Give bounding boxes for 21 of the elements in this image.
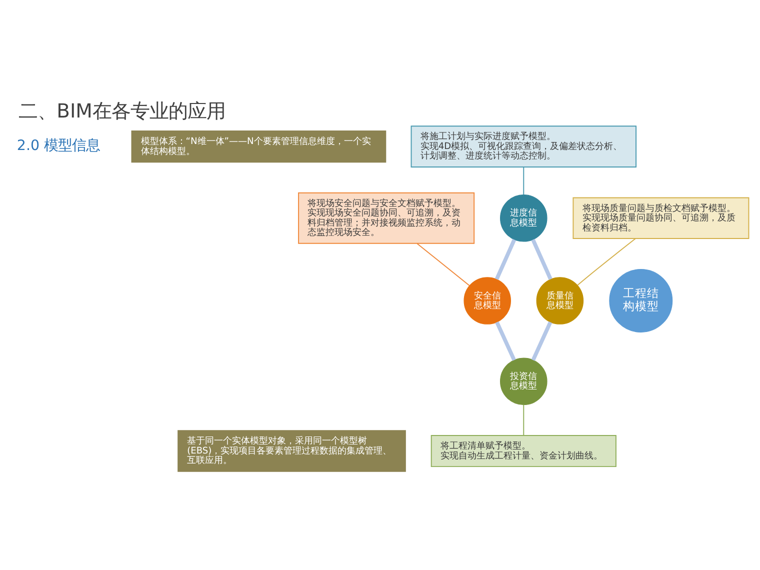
node-circle: 工程结构模型 [609, 268, 673, 332]
label: 2.0 模型信息 [16, 138, 100, 154]
node-circle: 投资信息模型 [500, 357, 548, 405]
node-box: 将施工计划与实际进度赋予模型。 实现4D模拟、可视化跟踪查询，及偏差状态分析、计划调整、进度统计等动态控制。 [410, 125, 637, 167]
connector [523, 404, 524, 436]
connector [416, 242, 470, 286]
connector [523, 166, 524, 195]
node-box: 基于同一个实体模型对象，采用同一个模型树(EBS)，实现项目各要素管理过程数据的集成管理、互联应用。 [178, 430, 406, 472]
node-box: 将工程清单赋予模型。 实现自动生成工程计量、资金计划曲线。 [430, 434, 616, 467]
node-circle: 质量信息模型 [536, 276, 584, 324]
connector [531, 320, 552, 360]
node-box: 将现场质量问题与质检文档赋予模型。 实现现场质量问题协同、可追溯，及质检资料归档。 [572, 196, 750, 239]
node-box: 将现场安全问题与安全文档赋予模型。 实现现场安全问题协同、可追溯，及资料归档管理；并对接视频监控系统，动态监控现场安全。 [298, 192, 475, 244]
connector [495, 320, 516, 360]
connector [494, 238, 516, 280]
node-circle: 安全信息模型 [464, 276, 511, 324]
diagram-title: 二、BIM在各专业的应用 [18, 99, 226, 122]
node-box: 模型体系：“N维一体”——N个要素管理信息维度，一个实体结构模型。 [131, 130, 386, 162]
node-circle: 进度信息模型 [500, 194, 548, 242]
connector [577, 238, 636, 286]
connector [531, 238, 552, 280]
